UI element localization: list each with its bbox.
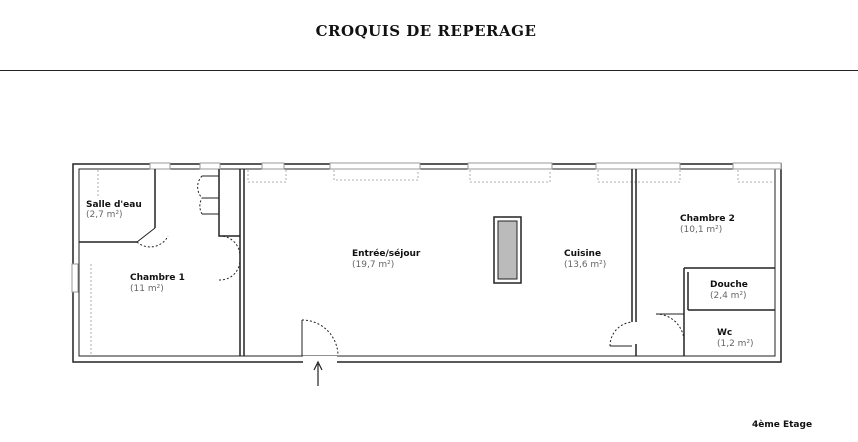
room-name-salle-deau: Salle d'eau — [86, 200, 142, 210]
floor-label: 4ème Etage — [752, 420, 813, 430]
room-name-chambre2: Chambre 2 — [680, 214, 735, 224]
room-area-chambre1: (11 m²) — [130, 284, 164, 294]
room-name-chambre1: Chambre 1 — [130, 273, 185, 283]
windows — [71, 162, 782, 293]
title-divider — [0, 70, 858, 71]
room-name-wc: Wc — [717, 328, 732, 338]
entrance-arrow — [303, 356, 337, 386]
outer-walls — [72, 163, 782, 363]
room-name-sejour: Entrée/séjour — [352, 248, 421, 259]
room-name-douche: Douche — [710, 280, 748, 290]
room-area-wc: (1,2 m²) — [717, 339, 754, 349]
doors — [136, 175, 685, 357]
room-area-cuisine: (13,6 m²) — [564, 260, 606, 270]
interior-walls — [79, 169, 775, 356]
skylight — [493, 216, 522, 284]
page-title: CROQUIS DE REPERAGE — [315, 22, 537, 40]
room-area-sejour: (19,7 m²) — [352, 260, 394, 270]
room-area-douche: (2,4 m²) — [710, 291, 747, 301]
window-sills — [90, 170, 774, 355]
room-area-salle-deau: (2,7 m²) — [86, 210, 123, 220]
room-name-cuisine: Cuisine — [564, 249, 601, 259]
room-area-chambre2: (10,1 m²) — [680, 225, 722, 235]
